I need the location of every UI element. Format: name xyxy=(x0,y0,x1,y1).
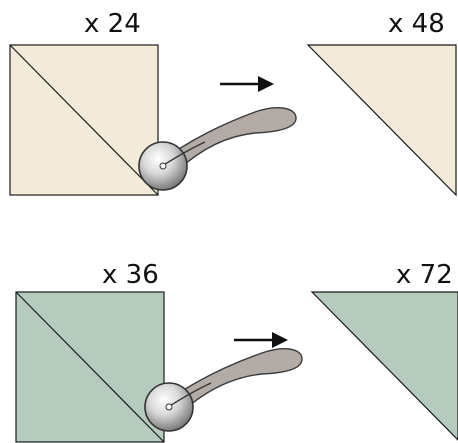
top-square-diagonal xyxy=(9,44,159,196)
bottom-square-diagonal xyxy=(15,291,165,443)
bottom-half-triangle xyxy=(310,291,458,441)
top-right-arrow-icon xyxy=(220,76,274,92)
bottom-right-arrow-icon xyxy=(234,332,288,348)
bottom-rotary-cutter-icon xyxy=(144,348,303,432)
top-triangle-quantity: x 48 xyxy=(388,9,445,39)
top-square-quantity: x 24 xyxy=(84,9,141,39)
bottom-triangle-quantity: x 72 xyxy=(396,260,453,290)
bottom-square-quantity: x 36 xyxy=(102,260,159,290)
top-rotary-cutter-icon xyxy=(138,107,297,191)
top-square xyxy=(9,44,159,196)
bottom-square xyxy=(15,291,165,443)
top-half-triangle xyxy=(306,44,457,197)
